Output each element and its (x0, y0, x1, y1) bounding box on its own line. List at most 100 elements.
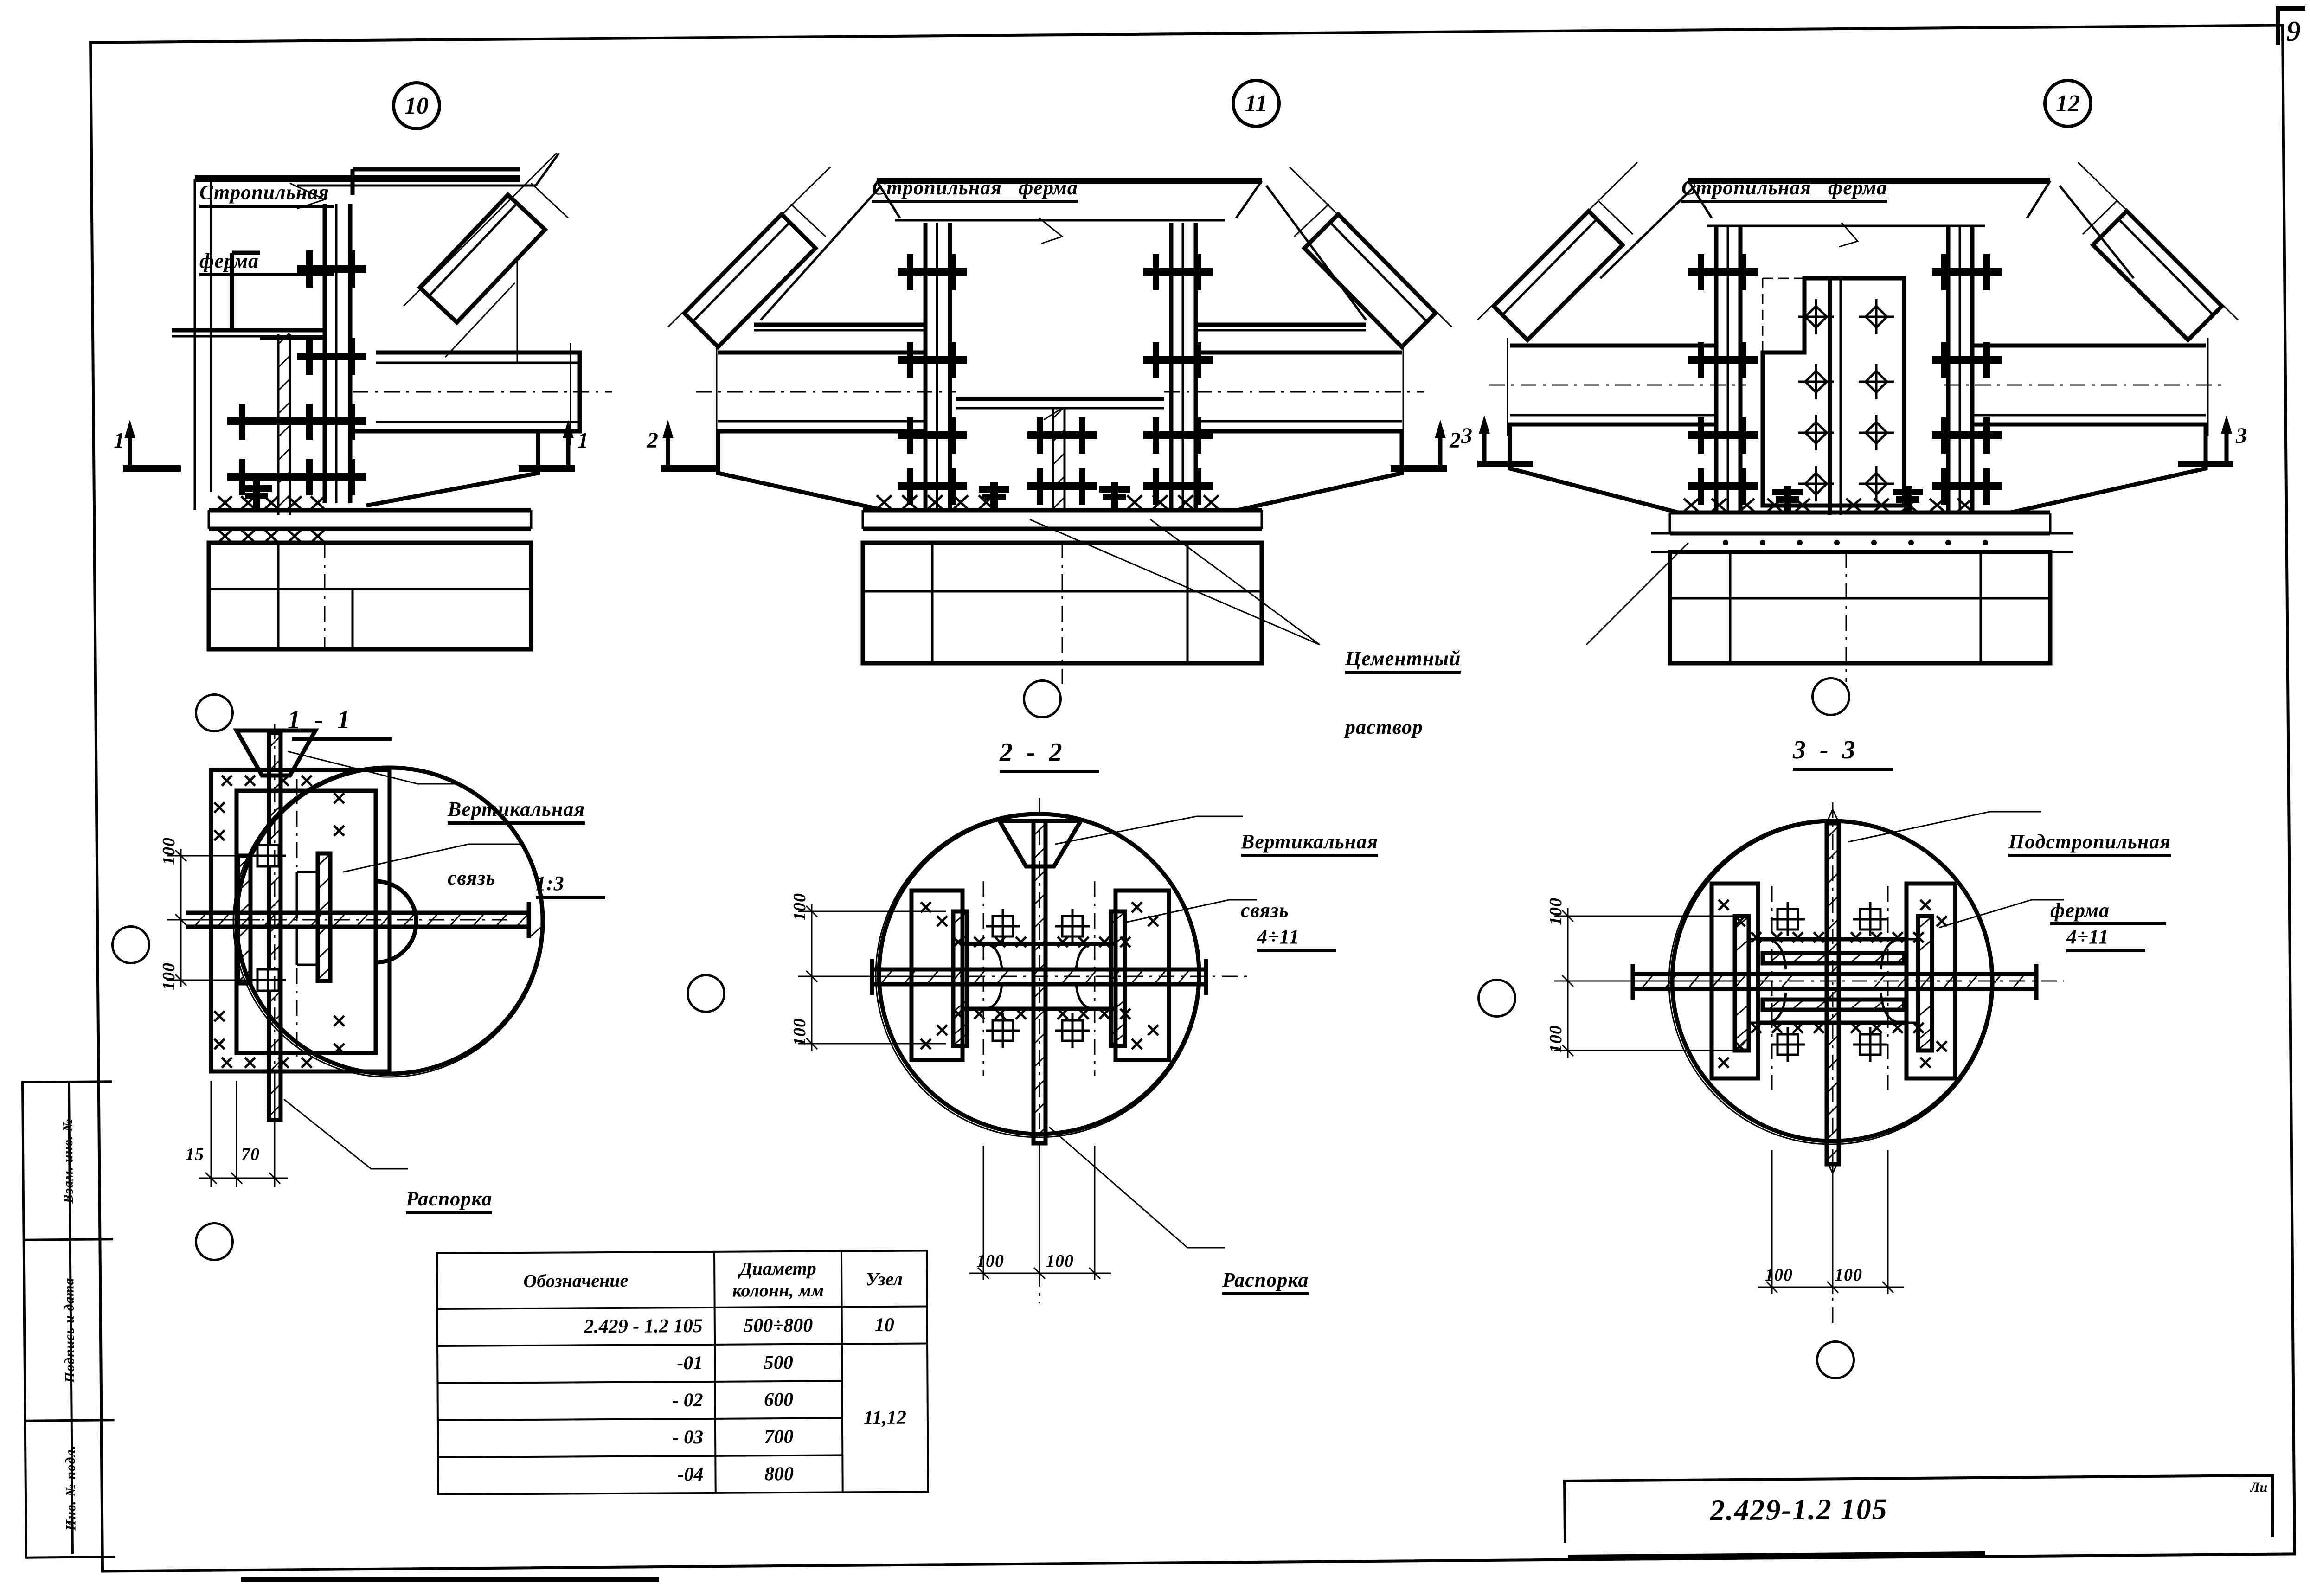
table-row: -01 500 11,12 (437, 1343, 928, 1493)
callout-strut-1: Распорка (406, 1146, 493, 1257)
section-balloon-2-left (687, 974, 725, 1013)
dim-2-2-v-100b: 100 (790, 1018, 809, 1046)
vertical-brace-line1: Вертикальная (1241, 831, 1378, 857)
bolt-symbol (1798, 415, 1834, 450)
title-block: 2.429-1.2 105 Ли (1563, 1474, 2275, 1543)
node-balloon-11: 11 (1232, 79, 1281, 128)
callout-range-4-11-sec3: 4÷11 (2066, 884, 2145, 995)
dim-2-2-v-100a: 100 (790, 893, 809, 921)
bolt-symbol (1859, 364, 1894, 399)
node-11-elevation (661, 167, 1452, 684)
col-header-designation: Обозначение (437, 1251, 715, 1309)
cement-mortar-line1: Цементный (1345, 648, 1461, 674)
truss-label-node-11: Стропильная ферма (872, 135, 1078, 246)
section-balloon-3-top (1811, 677, 1850, 716)
cell-node: 10 (841, 1306, 928, 1344)
bolt-symbol (1859, 415, 1894, 450)
diagonal-brace-11-left (668, 167, 830, 347)
callout-vertical-brace-2: Вертикальная связь (1241, 788, 1378, 964)
dim-3-3-h-100b: 100 (1835, 1265, 1862, 1285)
cell-diameter: 700 (715, 1418, 843, 1456)
section-mark-label-3-left: 3 (1461, 423, 1473, 448)
dim-2-2-h-100a: 100 (976, 1251, 1004, 1271)
diagonal-brace-10 (404, 153, 568, 322)
cell-node-merged: 11,12 (842, 1343, 928, 1493)
vertical-brace-line2: связь (1241, 898, 1289, 922)
cell-diameter: 600 (715, 1381, 842, 1419)
cell-diameter: 800 (715, 1455, 843, 1493)
cell-designation: 2.429 - 1.2 105 (437, 1307, 715, 1346)
table-header-row: Обозначение Диаметр колонн, мм Узел (437, 1250, 927, 1309)
section-title-3-3-text: 3 - 3 (1793, 736, 1859, 764)
diagonal-brace-12-left (1477, 162, 1637, 340)
node-balloon-10: 10 (392, 81, 441, 130)
section-balloon-1-top (195, 693, 234, 732)
section-balloon-3-bottom (1816, 1340, 1855, 1379)
page-number-box: 9 (2276, 6, 2305, 47)
node-10-elevation (123, 153, 612, 649)
section-2-2-plan (798, 798, 1257, 1303)
cell-diameter: 500 (715, 1344, 842, 1382)
specification-table: Обозначение Диаметр колонн, мм Узел 2.42… (436, 1250, 929, 1495)
bolt-symbol (1798, 299, 1834, 334)
section-mark-3-right (2178, 415, 2233, 464)
diagonal-brace-12-right (2078, 162, 2238, 340)
dim-2-2-h-100b: 100 (1046, 1251, 1074, 1271)
truss-label-node-10: Стропильная ферма (199, 139, 334, 319)
section-3-3-plan (1554, 802, 2064, 1327)
section-1-1-plan (167, 724, 544, 1187)
bolt-symbol (1859, 466, 1894, 501)
section-mark-label-1-left: 1 (114, 428, 125, 453)
cell-designation: - 02 (437, 1381, 715, 1420)
dim-1-1-h-15: 15 (186, 1145, 204, 1164)
section-mark-1-left (123, 420, 181, 468)
sub-truss-line1: Подстропильная (2008, 831, 2171, 857)
callout-sub-truss-3: Подстропильная ферма (2008, 788, 2171, 968)
section-mark-2-right (1391, 420, 1447, 468)
truss-label-text: Стропильная ферма (872, 177, 1078, 203)
node-balloon-12: 12 (2043, 79, 2092, 128)
cell-diameter: 500÷800 (714, 1307, 842, 1345)
section-mark-1-right (519, 420, 575, 468)
truss-label-line2: ферма (199, 250, 334, 276)
bottom-rule (241, 1577, 659, 1582)
cell-designation: - 03 (437, 1418, 716, 1457)
callout-cement-mortar: Цементный раствор (1345, 605, 1461, 781)
section-balloon-3-left (1477, 979, 1516, 1018)
cell-designation: -04 (438, 1455, 716, 1494)
diagonal-brace-11-right (1290, 167, 1452, 347)
vertical-brace-line1: Вертикальная (448, 799, 585, 825)
section-title-1-1-text: 1 - 1 (288, 705, 354, 734)
vertical-brace-line2: связь (448, 866, 496, 889)
dim-3-3-v-100b: 100 (1546, 1025, 1566, 1053)
callout-vertical-brace-1: Вертикальная связь (448, 756, 585, 932)
cell-designation: -01 (437, 1344, 715, 1383)
section-balloon-1-left (111, 925, 150, 964)
node-12-elevation (1477, 162, 2238, 682)
dim-3-3-h-100a: 100 (1765, 1265, 1793, 1285)
section-mark-label-2-right: 2 (1450, 428, 1461, 453)
slope-ratio-text: 1:3 (536, 873, 605, 899)
col-header-node: Узел (841, 1250, 927, 1307)
section-title-2-2-text: 2 - 2 (1000, 738, 1066, 767)
sheet-mark-label: Ли (2250, 1480, 2268, 1495)
dim-1-1-h-70: 70 (241, 1145, 260, 1164)
truss-label-line1: Стропильная (199, 182, 334, 208)
callout-slope-1-3: 1:3 (536, 830, 605, 942)
section-balloon-2-top (1023, 679, 1062, 718)
section-balloon-1-bottom (195, 1222, 234, 1261)
table-row: 2.429 - 1.2 105 500÷800 10 (437, 1306, 928, 1346)
col-header-diameter: Диаметр колонн, мм (714, 1251, 842, 1308)
section-mark-label-1-right: 1 (578, 428, 589, 453)
section-title-3-3: 3 - 3 (1793, 735, 1893, 771)
section-title-1-1: 1 - 1 (288, 705, 392, 741)
page-number: 9 (2286, 16, 2301, 47)
sub-truss-line2: ферма (2050, 899, 2166, 926)
bolt-symbol (1798, 466, 1834, 501)
bolt-symbol (1859, 299, 1894, 334)
section-mark-3-left (1477, 415, 1533, 464)
section-mark-label-3-right: 3 (2236, 423, 2247, 448)
range-text: 4÷11 (2066, 926, 2145, 952)
callout-range-4-11-sec2: 4÷11 (1257, 884, 1336, 995)
